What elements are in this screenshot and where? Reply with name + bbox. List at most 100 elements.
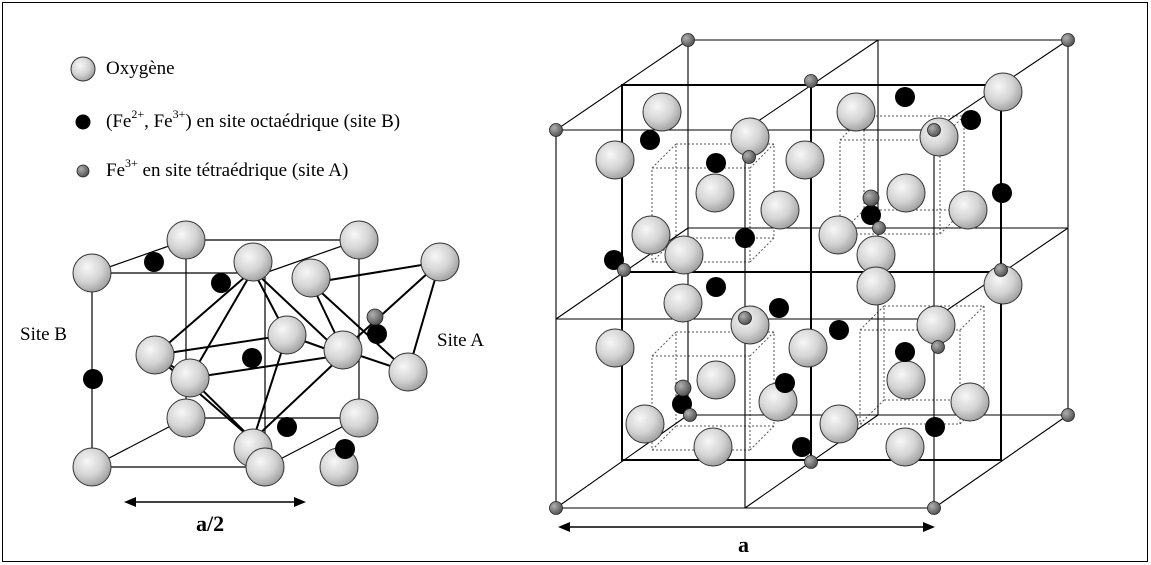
tetrahedral-fe-atom: [804, 455, 818, 469]
oxygen-atom: [642, 92, 682, 132]
octahedral-fe-atom: [277, 417, 297, 437]
unit-cell-oxygen-atoms: [595, 72, 1023, 467]
oxygen-atom: [625, 404, 665, 444]
octahedral-fe-atom: [895, 87, 915, 107]
octahedral-fe-atom: [829, 320, 849, 340]
oxygen-atom: [170, 358, 210, 398]
oxygen-atom: [819, 404, 859, 444]
octahedral-fe-atom: [604, 250, 624, 270]
legend-tetrahedral-label: Fe3+ en site tétraédrique (site A): [106, 156, 349, 181]
oxygen-atom: [730, 305, 770, 345]
oxygen-atom: [323, 330, 363, 370]
oxygen-atom: [916, 305, 956, 345]
dimension-arrow-half: [124, 497, 306, 507]
octahedral-fe-atom: [861, 205, 881, 225]
tetrahedral-fe-atom: [994, 263, 1008, 277]
oxygen-atom: [72, 447, 112, 487]
oxygen-atom: [788, 328, 828, 368]
legend-tetrahedral-swatch: [76, 164, 90, 178]
octahedral-fe-atom: [335, 439, 355, 459]
tetrahedral-fe-atom: [683, 408, 697, 422]
oxygen-atom: [818, 215, 858, 255]
tetrahedral-fe-atom: [862, 189, 880, 207]
oxygen-atom: [885, 427, 925, 467]
oxygen-atom: [856, 266, 896, 306]
half-cell-oxygen-atoms: [72, 220, 460, 487]
tetrahedral-fe-atom: [738, 311, 752, 325]
octahedral-fe-atom: [775, 373, 795, 393]
dimension-arrow-full: [558, 522, 935, 532]
tetrahedral-fe-atom: [927, 123, 941, 137]
oxygen-atom: [919, 117, 959, 157]
octahedral-fe-atom: [367, 324, 387, 344]
oxygen-atom: [760, 190, 800, 230]
tetrahedral-fe-atom: [927, 501, 941, 515]
oxygen-atom: [595, 140, 635, 180]
oxygen-atom: [245, 447, 285, 487]
octahedral-fe-atom: [925, 417, 945, 437]
oxygen-atom: [388, 352, 428, 392]
oxygen-atom: [595, 328, 635, 368]
oxygen-atom: [950, 382, 990, 422]
site-b-label: Site B: [20, 324, 67, 345]
octahedral-fe-atom: [792, 437, 812, 457]
octahedral-fe-atom: [144, 252, 164, 272]
oxygen-atom: [135, 335, 175, 375]
octahedral-fe-atom: [211, 273, 231, 293]
tetrahedral-fe-atom: [617, 263, 631, 277]
oxygen-atom: [291, 258, 331, 298]
tetrahedral-fe-atom: [549, 123, 563, 137]
oxygen-atom: [836, 92, 876, 132]
legend-item-oxygen: Oxygène: [106, 53, 175, 85]
oxygen-atom: [339, 220, 379, 260]
legend-octahedral-swatch: [75, 114, 91, 130]
oxygen-atom: [631, 215, 671, 255]
half-cell-octahedral-atoms: [83, 252, 387, 459]
oxygen-atom: [233, 242, 273, 282]
octahedral-fe-atom: [735, 228, 755, 248]
octahedral-fe-atom: [706, 153, 726, 173]
tetrahedral-fe-atom: [931, 340, 945, 354]
legend-item-tetrahedral: Fe3+ en site tétraédrique (site A): [106, 155, 348, 187]
tetrahedral-fe-atom: [1061, 33, 1075, 47]
octahedral-fe-atom: [992, 183, 1012, 203]
octahedral-fe-atom: [961, 110, 981, 130]
octahedral-fe-atom: [769, 298, 789, 318]
oxygen-atom: [696, 360, 736, 400]
oxygen-atom: [664, 235, 704, 275]
oxygen-atom: [886, 173, 926, 213]
tetrahedral-fe-atom: [366, 308, 384, 326]
octahedral-fe-atom: [83, 369, 103, 389]
tetrahedral-fe-atom: [681, 33, 695, 47]
legend-octahedral-label: (Fe2+, Fe3+) en site octaédrique (site B…: [106, 107, 401, 132]
oxygen-atom: [663, 283, 703, 323]
tetrahedral-fe-atom: [549, 501, 563, 515]
octahedral-fe-atom: [895, 342, 915, 362]
oxygen-atom: [886, 360, 926, 400]
half-cell-diagram: [72, 220, 460, 487]
unit-cell-diagram: [549, 33, 1075, 515]
oxygen-atom: [420, 242, 460, 282]
oxygen-atom: [267, 315, 307, 355]
oxygen-atom: [785, 140, 825, 180]
octahedral-fe-atom: [242, 348, 262, 368]
oxygen-atom: [166, 220, 206, 260]
tetrahedral-fe-atom: [1061, 408, 1075, 422]
tetrahedral-fe-atom: [674, 379, 692, 397]
tetrahedral-fe-atom: [804, 74, 818, 88]
legend-item-octahedral: (Fe2+, Fe3+) en site octaédrique (site B…: [106, 106, 400, 138]
oxygen-atom: [72, 253, 112, 293]
oxygen-atom: [693, 427, 733, 467]
oxygen-atom: [339, 398, 379, 438]
legend-oxygen-label: Oxygène: [106, 58, 175, 79]
legend-oxygen-swatch: [70, 56, 96, 82]
tetrahedral-fe-atom: [872, 221, 886, 235]
octahedral-fe-atom: [640, 130, 660, 150]
oxygen-atom: [983, 72, 1023, 112]
oxygen-atom: [948, 190, 988, 230]
site-a-label: Site A: [437, 330, 484, 351]
unit-cell-octahedral-atoms: [604, 87, 1012, 457]
unit-cell-tetrahedral-atoms: [549, 33, 1075, 515]
